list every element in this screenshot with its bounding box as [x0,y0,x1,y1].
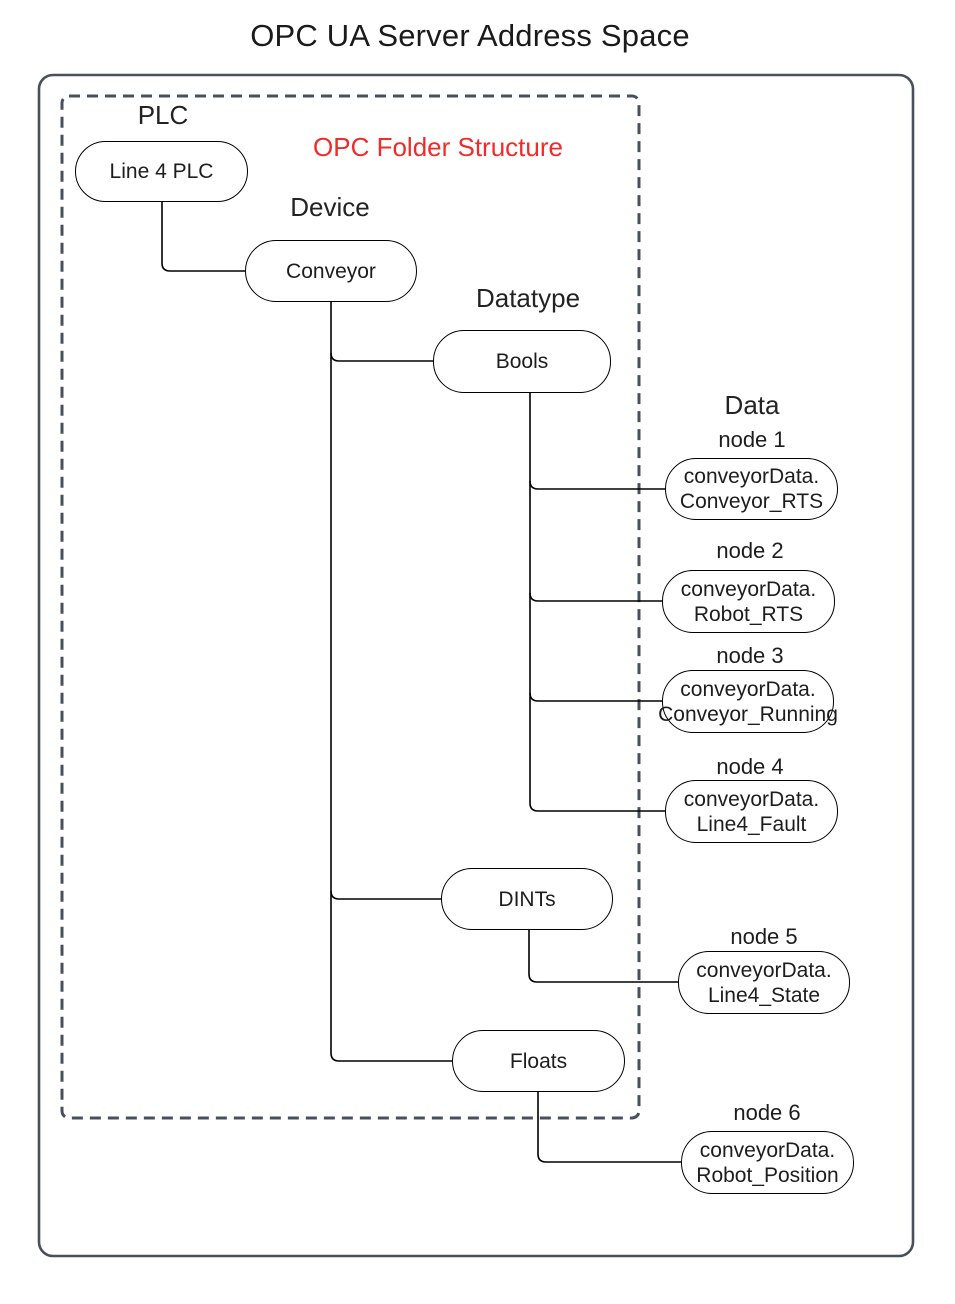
connector-conveyor-to-floats [330,302,452,1062]
device-node-label: Conveyor [286,259,376,283]
device-node: Conveyor [245,240,417,302]
connector-conveyor-to-dints [330,890,441,900]
connector-bools-to-node4 [529,393,665,812]
connector-floats-to-node6 [537,1092,681,1163]
data-node-5-label: node 5 [730,924,798,949]
diagram-title: OPC UA Server Address Space [250,18,690,53]
connector-conveyor-to-bools [330,352,433,362]
data-node-5: conveyorData. Line4_State [678,951,850,1014]
plc-node-label: Line 4 PLC [109,160,214,183]
address-space-boundary [37,73,915,1258]
data-node-6-label: node 6 [733,1100,801,1125]
data-node-4-line1: conveyorData. [683,787,820,811]
data-node-5-line1: conveyorData. [696,958,832,982]
data-column-header: Data [724,390,780,420]
data-node-5-line2: Line4_State [707,983,821,1007]
data-node-4-label: node 4 [716,754,784,779]
connector-bools-to-node1 [529,480,665,490]
data-node-2-line1: conveyorData. [680,577,817,601]
data-node-6: conveyorData. Robot_Position [681,1131,854,1194]
data-node-2-line2: Robot_RTS [693,602,804,626]
data-node-2: conveyorData. Robot_RTS [662,570,835,633]
data-node-1-line2: Conveyor_RTS [679,490,824,513]
data-node-6-line1: conveyorData. [699,1138,836,1162]
data-node-3-line2: Conveyor_Running [658,702,838,726]
data-node-6-line2: Robot_Position [696,1163,839,1187]
data-node-2-label: node 2 [716,538,784,563]
plc-node: Line 4 PLC [75,141,248,202]
dints-node: DINTs [441,868,613,930]
bools-node: Bools [433,330,611,393]
data-node-1-line1: conveyorData. [683,465,820,488]
data-node-4-line2: Line4_Fault [696,812,807,836]
connector-bools-to-node3 [529,692,662,702]
data-node-1-label: node 1 [718,427,786,452]
data-node-3-label: node 3 [716,643,784,668]
opc-folder-structure-label: OPC Folder Structure [313,132,563,162]
datatype-column-header: Datatype [475,283,581,313]
folder-structure-boundary [60,94,641,1120]
floats-node-label: Floats [509,1049,568,1073]
connector-bools-to-node2 [529,592,662,602]
floats-node: Floats [452,1030,625,1092]
connector-dints-to-node5 [528,930,678,983]
data-node-3-line1: conveyorData. [680,677,816,701]
connector-plc-to-conveyor [161,202,245,272]
plc-column-header: PLC [137,100,189,130]
bools-node-label: Bools [495,350,549,373]
data-node-3: conveyorData. Conveyor_Running [658,670,838,733]
data-node-1: conveyorData. Conveyor_RTS [665,458,838,520]
dints-node-label: DINTs [498,887,556,911]
data-node-4: conveyorData. Line4_Fault [665,780,838,843]
device-column-header: Device [290,192,370,222]
